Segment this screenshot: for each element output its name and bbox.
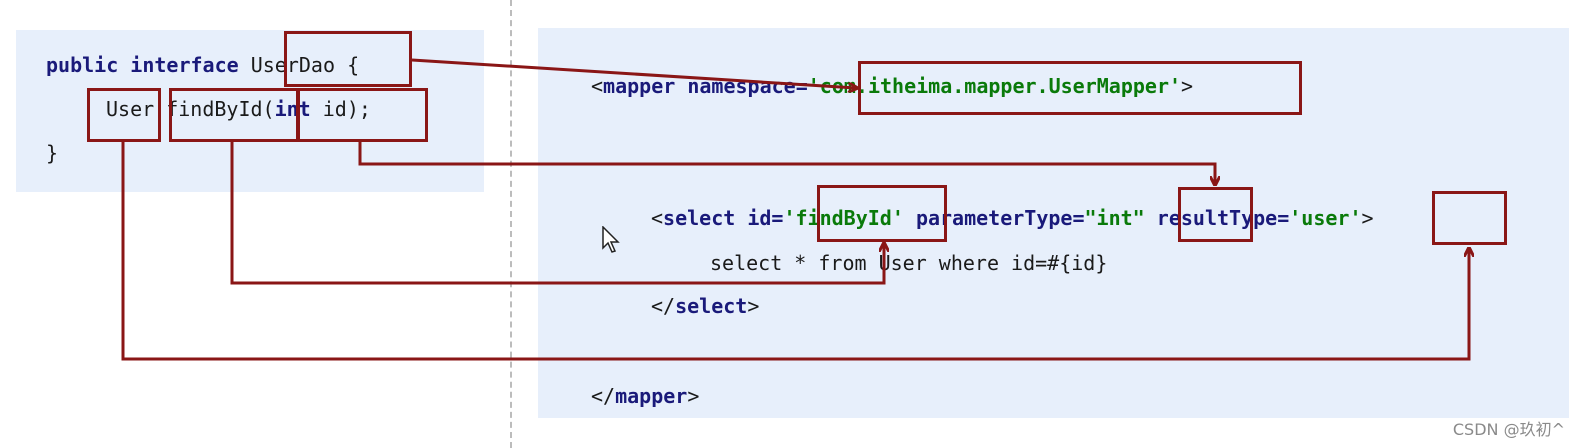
gt: > (747, 294, 760, 318)
mapper-tag: mapper (603, 74, 676, 98)
highlight-namespace-value (858, 61, 1302, 115)
id-attr: id= (747, 206, 784, 230)
method-name: findById (166, 97, 263, 121)
lt-slash: </ (651, 294, 676, 318)
mapper-close-tag: mapper (615, 384, 688, 408)
namespace-value: 'com.itheima.mapper.UserMapper' (807, 74, 1182, 98)
highlight-param-type (296, 88, 428, 142)
xml-mapper-close-line: </mapper> (591, 384, 699, 408)
highlight-id-value (817, 185, 947, 242)
arrow-interface-to-namespace (411, 58, 856, 88)
arrow-return-to-result-type (121, 142, 1469, 361)
lt: < (651, 206, 664, 230)
highlight-parameter-type-value (1178, 187, 1253, 242)
parameter-type-value: "int" (1084, 206, 1145, 230)
lt-slash: </ (591, 384, 616, 408)
paren-open: ( (262, 97, 275, 121)
param-type: int (274, 97, 311, 121)
select-tag: select (663, 206, 736, 230)
close-brace: } (46, 141, 59, 165)
arrow-param-to-parameter-type (358, 142, 1215, 184)
open-brace: { (347, 53, 360, 77)
java-line-2: User findById(int id); (106, 97, 371, 121)
keyword-interface: interface (130, 53, 239, 77)
watermark: CSDN @玖初^ (1452, 420, 1565, 439)
select-close-tag: select (675, 294, 748, 318)
highlight-interface-name (284, 31, 412, 87)
java-line-3: } (46, 141, 58, 165)
result-type-value: 'user' (1289, 206, 1362, 230)
gt: > (1361, 206, 1374, 230)
xml-sql-line: select * from User where id=#{id} (710, 251, 1107, 275)
highlight-return-type (87, 88, 161, 142)
xml-mapper-open-line: <mapper namespace='com.itheima.mapper.Us… (591, 74, 1193, 98)
xml-select-close-line: </select> (651, 294, 759, 318)
panel-divider (510, 0, 512, 448)
return-type: User (106, 97, 155, 121)
mouse-cursor-icon (602, 226, 620, 253)
java-line-1: public interface UserDao { (46, 53, 359, 77)
keyword-public: public (46, 53, 119, 77)
gt: > (687, 384, 700, 408)
sql-statement: select * from User where id=#{id} (710, 251, 1108, 275)
xml-mapper-panel (538, 28, 1569, 418)
gt: > (1181, 74, 1194, 98)
id-value: 'findById' (783, 206, 904, 230)
arrow-method-to-id (230, 142, 884, 285)
highlight-result-type-value (1432, 191, 1507, 245)
interface-name: UserDao (250, 53, 336, 77)
param-rest: id); (310, 97, 371, 121)
lt: < (591, 74, 604, 98)
